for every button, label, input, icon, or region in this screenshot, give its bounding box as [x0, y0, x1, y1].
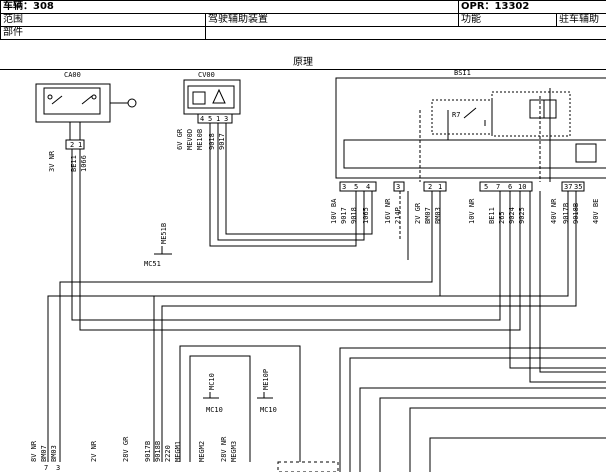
bsi-c4-wire-1: BE11 [488, 207, 496, 224]
bsi-c2-pin-3: 3 [396, 183, 400, 191]
r7-label: R7 [452, 111, 460, 119]
bl-wire-6: MEGM1 [174, 441, 182, 462]
wire-be11 [79, 149, 521, 331]
ca00-wire-1066: 1066 [80, 155, 88, 172]
bsi-c1-wire-2: 9018 [350, 207, 358, 224]
bl-pin-7: 7 [44, 464, 48, 472]
bl-wire-5: 2220 [164, 445, 172, 462]
bl-spec2: 2V NR [90, 440, 98, 462]
diagram-title: 原理 [0, 57, 606, 70]
bsi-c5-wire-2: 9018B [572, 203, 580, 224]
bsi-c2-spec: 16V NR [384, 198, 392, 224]
r7-relay [431, 99, 493, 135]
bsi-c3-pin-1: 1 [438, 183, 442, 191]
bsi-c4-pin-7: 7 [496, 183, 500, 191]
bsi-c4-spec: 10V NR [468, 198, 476, 224]
bsi-c1-pin-4: 4 [366, 183, 370, 191]
bl-wire-1: BM07 [40, 445, 48, 462]
mc10-label-b: MC10 [260, 406, 277, 414]
ca00-box [35, 83, 111, 123]
mc51-label: MC51 [144, 260, 161, 268]
ca00-spec: 3V NR [48, 150, 56, 172]
bsi-c4-pin-5: 5 [484, 183, 488, 191]
bsi-c4-wire-2: 265 [498, 211, 506, 224]
bsi-c2-wire: 214P [394, 207, 402, 224]
cv00-box [183, 79, 241, 115]
cv00-pin-4: 4 [200, 115, 204, 123]
bsi-c1-spec: 10V BA [330, 198, 338, 224]
cv00-spec: 6V GR [176, 128, 184, 150]
ca00-label: CA00 [64, 71, 81, 79]
cv00-pin-3: 3 [224, 115, 228, 123]
bsi-c4-wire-3: 9024 [508, 207, 516, 224]
bsi-c1-pin-5: 5 [354, 183, 358, 191]
bsi-c3-wire-2: BM03 [434, 207, 442, 224]
bsi-c1-wire-3: 1065 [362, 207, 370, 224]
bl-wire-8: MEGM3 [230, 441, 238, 462]
cv00-wire-3: 9018 [208, 133, 216, 150]
bsi-c4-wire-4: 9025 [518, 207, 526, 224]
bl-wire-2: BM03 [50, 445, 58, 462]
bsi-c5-pin-35: 35 [574, 183, 582, 191]
bsi-c1-pin-3: 3 [342, 183, 346, 191]
part-label: 部件 [0, 26, 206, 40]
bsi-c6-spec: 40V BE [592, 199, 600, 224]
bl-spec1: 8V NR [30, 440, 38, 462]
bl-wire-7: MEGM2 [198, 441, 206, 462]
bsi-c4-pin-6: 6 [508, 183, 512, 191]
warning-icon [212, 88, 226, 104]
bl-wire-4: 9018B [154, 441, 162, 462]
cv00-pin-1: 1 [216, 115, 220, 123]
bsi1-box [335, 77, 606, 179]
bsi-c3-pin-2: 2 [428, 183, 432, 191]
bsi-c3-wire-1: BM07 [424, 207, 432, 224]
bl-me10p: ME10P [262, 369, 270, 390]
bl-spec3: 28V GR [122, 436, 130, 462]
bl-mc10-1: MC10 [208, 373, 216, 390]
bl-pin-3: 3 [56, 464, 60, 472]
bsi1-label: BSI1 [454, 69, 471, 77]
ca00-switch-symbol [43, 87, 101, 115]
key-icon [127, 98, 137, 108]
ca00-wire-be11: BE11 [70, 155, 78, 172]
bsi-c5-spec: 40V NR [550, 198, 558, 224]
ca00-pin-2: 2 [70, 141, 74, 149]
bsi-c3-spec: 2V GR [414, 202, 422, 224]
bsi-chip-icon [575, 143, 597, 163]
bsi-c5-pin-37: 37 [564, 183, 572, 191]
mc10-label-a: MC10 [206, 406, 223, 414]
cv00-label: CV00 [198, 71, 215, 79]
cv00-wire-4: 9017 [218, 133, 226, 150]
bl-spec4: 28V NR [220, 436, 228, 462]
cv00-wire-1: MEV0D [186, 129, 194, 150]
bl-wire-3: 9017B [144, 441, 152, 462]
cv00-pin-5: 5 [208, 115, 212, 123]
cv00-wire-2: ME10B [196, 129, 204, 150]
bsi-c5-wire-1: 9017B [562, 203, 570, 224]
document-header: 车辆：308 OPR：13302 范围 驾驶辅助装置 功能 驻车辅助 部件 [0, 0, 606, 56]
bsi-c1-wire-1: 9017 [340, 207, 348, 224]
me51b-label: ME51B [160, 223, 168, 244]
bsi-c4-pin-10: 10 [518, 183, 526, 191]
ca00-pin-1: 1 [78, 141, 82, 149]
